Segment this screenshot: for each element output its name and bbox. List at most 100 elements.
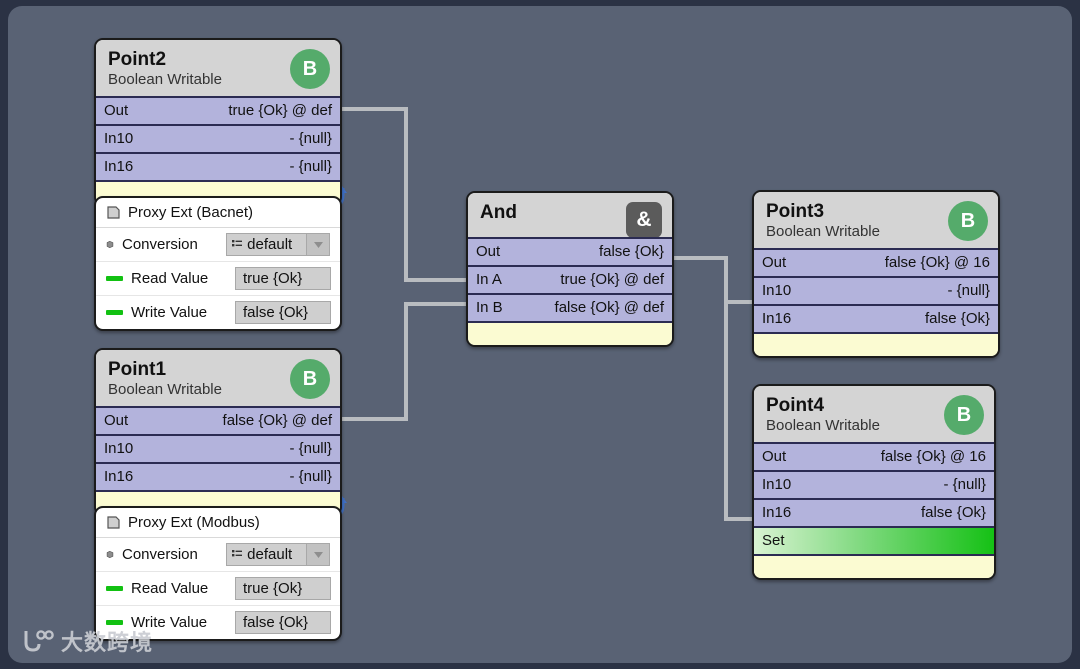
- proxy-header-label: Proxy Ext (Bacnet): [128, 204, 254, 221]
- list-icon: [232, 240, 242, 247]
- slot-value: - {null}: [289, 440, 332, 458]
- proxy-label: Read Value: [131, 270, 209, 287]
- node-point2[interactable]: Point2 Boolean Writable B Out true {Ok} …: [94, 38, 342, 207]
- slot-row-out[interactable]: Out true {Ok} @ def: [96, 96, 340, 125]
- slot-value: - {null}: [289, 158, 332, 176]
- wire-and-out-vert: [724, 256, 728, 521]
- wiresheet-canvas[interactable]: Point2 Boolean Writable B Out true {Ok} …: [8, 6, 1072, 663]
- conversion-select[interactable]: default: [226, 543, 330, 566]
- slot-row-in10[interactable]: In10 - {null}: [754, 470, 994, 499]
- status-dash-icon: [106, 586, 123, 591]
- slot-value: - {null}: [289, 130, 332, 148]
- slot-row-in-b[interactable]: In B false {Ok} @ def: [468, 293, 672, 322]
- slot-label: In10: [762, 476, 792, 494]
- slot-label: In B: [476, 299, 503, 317]
- cube-icon: [106, 551, 114, 558]
- proxy-row-read-value[interactable]: Read Value true {Ok}: [96, 262, 340, 296]
- node-footer: [754, 554, 994, 579]
- node-subtitle: Boolean Writable: [766, 417, 880, 435]
- write-value-field[interactable]: false {Ok}: [235, 301, 331, 324]
- slot-row-out[interactable]: Out false {Ok} @ def: [96, 406, 340, 435]
- slot-row-out[interactable]: Out false {Ok} @ 16: [754, 442, 994, 471]
- proxy-row-write-value[interactable]: Write Value false {Ok}: [96, 296, 340, 329]
- proxy-ext-modbus[interactable]: Proxy Ext (Modbus) Conversion default: [94, 506, 342, 641]
- node-point3[interactable]: Point3 Boolean Writable B Out false {Ok}…: [752, 190, 1000, 359]
- slot-value: false {Ok}: [598, 243, 664, 261]
- slot-label: Out: [762, 254, 787, 272]
- proxy-label: Conversion: [122, 236, 198, 253]
- proxy-row-write-value[interactable]: Write Value false {Ok}: [96, 606, 340, 639]
- document-icon: [107, 206, 120, 219]
- proxy-ext-bacnet[interactable]: Proxy Ext (Bacnet) Conversion default: [94, 196, 342, 331]
- type-badge-and: &: [626, 202, 662, 238]
- slot-row-in16[interactable]: In16 - {null}: [96, 152, 340, 181]
- wire-point1-out-vert: [404, 303, 408, 421]
- conversion-value: default: [247, 546, 293, 563]
- node-title: Point4: [766, 395, 825, 416]
- node-title: Point3: [766, 201, 825, 222]
- node-footer: [468, 321, 672, 346]
- wire-and-ina: [404, 278, 468, 282]
- node-point1[interactable]: Point1 Boolean Writable B Out false {Ok}…: [94, 348, 342, 517]
- slot-value: false {Ok} @ def: [554, 299, 664, 317]
- proxy-label: Write Value: [131, 614, 208, 631]
- write-value-field[interactable]: false {Ok}: [235, 611, 331, 634]
- status-dash-icon: [106, 620, 123, 625]
- slot-label: Out: [104, 102, 129, 120]
- proxy-label: Write Value: [131, 304, 208, 321]
- chevron-down-icon[interactable]: [306, 234, 329, 255]
- node-point4[interactable]: Point4 Boolean Writable B Out false {Ok}…: [752, 384, 996, 581]
- slot-label: Out: [476, 243, 501, 261]
- node-title: Point2: [108, 49, 167, 70]
- wire-point3-in16: [724, 300, 754, 304]
- node-header: And &: [468, 193, 672, 238]
- slot-value: - {null}: [947, 282, 990, 300]
- slot-value: false {Ok}: [920, 504, 986, 522]
- read-value-field[interactable]: true {Ok}: [235, 577, 331, 600]
- slot-row-out[interactable]: Out false {Ok}: [468, 237, 672, 266]
- proxy-row-read-value[interactable]: Read Value true {Ok}: [96, 572, 340, 606]
- conversion-select[interactable]: default: [226, 233, 330, 256]
- type-badge-boolean: B: [290, 359, 330, 399]
- slot-row-out[interactable]: Out false {Ok} @ 16: [754, 248, 998, 277]
- proxy-row-conversion[interactable]: Conversion default: [96, 538, 340, 572]
- slot-row-in16[interactable]: In16 - {null}: [96, 462, 340, 491]
- slot-label: In A: [476, 271, 502, 289]
- slot-row-in10[interactable]: In10 - {null}: [96, 434, 340, 463]
- slot-label: In16: [762, 504, 792, 522]
- slot-row-set[interactable]: Set: [754, 526, 994, 555]
- slot-value: true {Ok} @ def: [560, 271, 664, 289]
- slot-row-in10[interactable]: In10 - {null}: [96, 124, 340, 153]
- wire-point4-set: [724, 517, 754, 521]
- slot-label: In16: [104, 468, 134, 486]
- node-subtitle: Boolean Writable: [766, 223, 880, 241]
- node-header: Point1 Boolean Writable B: [96, 350, 340, 407]
- slot-label: Out: [104, 412, 129, 430]
- proxy-label: Conversion: [122, 546, 198, 563]
- slot-row-in16[interactable]: In16 false {Ok}: [754, 498, 994, 527]
- list-icon: [232, 550, 242, 557]
- slot-label: In10: [104, 440, 134, 458]
- node-and[interactable]: And & Out false {Ok} In A true {Ok} @ de…: [466, 191, 674, 348]
- slot-value: - {null}: [943, 476, 986, 494]
- logo-icon: [24, 630, 54, 652]
- proxy-header: Proxy Ext (Bacnet): [96, 198, 340, 228]
- chevron-down-icon[interactable]: [306, 544, 329, 565]
- proxy-header-label: Proxy Ext (Modbus): [128, 514, 260, 531]
- watermark-text: 大数跨境: [61, 631, 154, 656]
- slot-row-in-a[interactable]: In A true {Ok} @ def: [468, 265, 672, 294]
- node-header: Point4 Boolean Writable B: [754, 386, 994, 443]
- read-value-field[interactable]: true {Ok}: [235, 267, 331, 290]
- proxy-header: Proxy Ext (Modbus): [96, 508, 340, 538]
- slot-label: Out: [762, 448, 787, 466]
- node-subtitle: Boolean Writable: [108, 71, 222, 89]
- slot-value: false {Ok} @ 16: [884, 254, 990, 272]
- node-header: Point2 Boolean Writable B: [96, 40, 340, 97]
- slot-row-in10[interactable]: In10 - {null}: [754, 276, 998, 305]
- wire-point1-out: [341, 417, 408, 421]
- slot-row-in16[interactable]: In16 false {Ok}: [754, 304, 998, 333]
- node-header: Point3 Boolean Writable B: [754, 192, 998, 249]
- status-dash-icon: [106, 276, 123, 281]
- proxy-row-conversion[interactable]: Conversion default: [96, 228, 340, 262]
- node-title: Point1: [108, 359, 167, 380]
